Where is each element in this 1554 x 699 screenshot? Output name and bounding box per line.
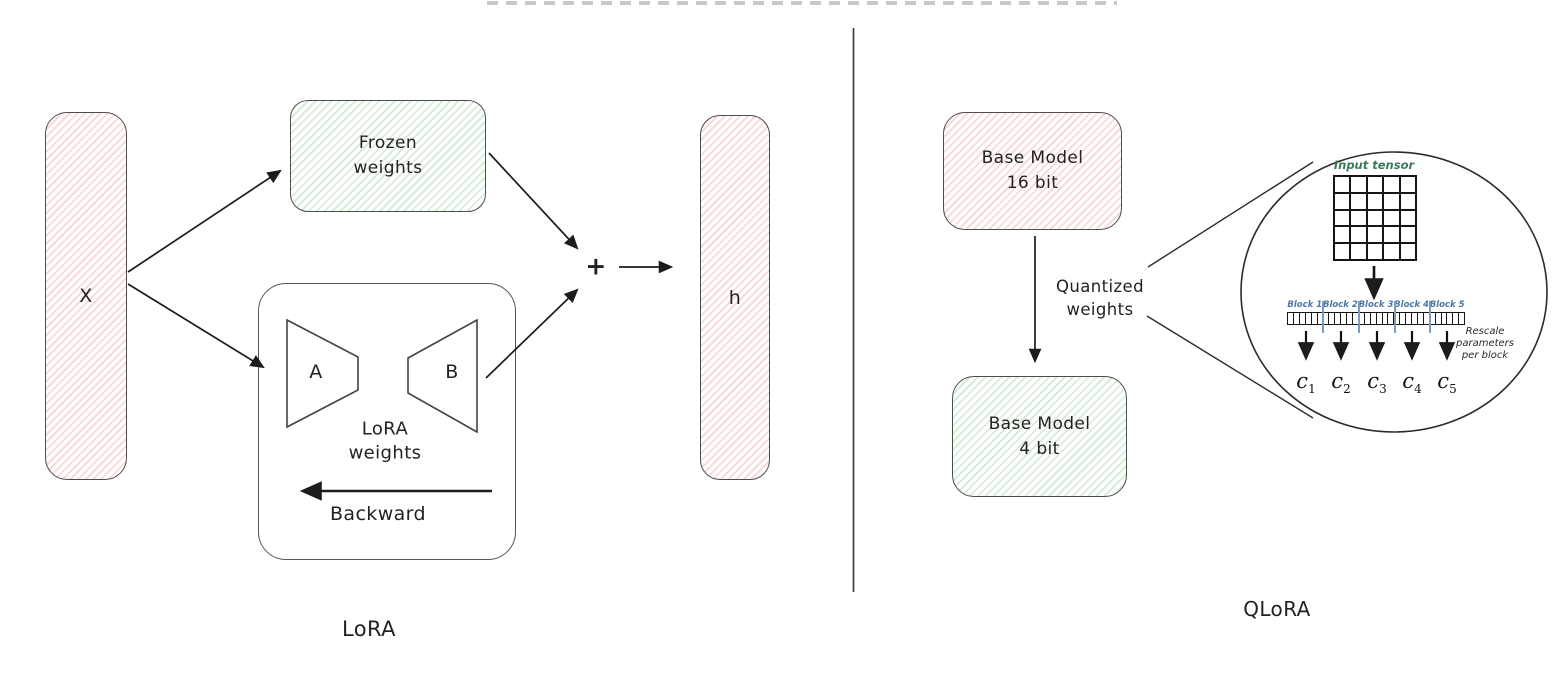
input-label: X (79, 285, 93, 307)
tensor-cell (1334, 226, 1351, 244)
adapter-b-label: B (445, 361, 459, 383)
tensor-cell (1350, 176, 1367, 193)
base-model-4bit-box: Base Model 4 bit (952, 376, 1127, 497)
base-model-16bit-box: Base Model 16 bit (943, 112, 1122, 230)
tensor-cell (1334, 192, 1351, 210)
tensor-cell (1334, 243, 1351, 260)
tensor-cell (1383, 209, 1400, 227)
rescale-constant: c2 (1331, 369, 1351, 397)
magnifier-callout-bottom (1146, 315, 1314, 419)
frozen-weights-box: Frozen weights (290, 100, 486, 212)
tensor-cell (1383, 243, 1400, 260)
tensor-cell (1399, 209, 1416, 227)
input-tensor-grid (1333, 175, 1417, 261)
block-label: Block 4 (1394, 300, 1429, 310)
tensor-cell (1383, 176, 1400, 193)
block-separator (1322, 301, 1324, 333)
tensor-cell (1383, 226, 1400, 244)
truncated-caption (487, 1, 1117, 5)
frozen-weights-label: Frozen weights (353, 133, 423, 178)
base-model-4bit-label: Base Model 4 bit (988, 413, 1091, 459)
adapter-a-label: A (309, 361, 323, 383)
tensor-cell (1399, 243, 1416, 260)
qlora-title: QLoRA (1243, 597, 1311, 621)
rescale-note: Rescale parameters per block (1455, 326, 1514, 361)
input-tensor-label: Input tensor (1333, 158, 1415, 172)
arrow-frozen-to-plus (488, 152, 579, 250)
block-separator (1358, 301, 1360, 333)
tensor-cell (1366, 226, 1384, 244)
base-model-16bit-label: Base Model 16 bit (981, 148, 1084, 193)
block-label: Block 3 (1358, 300, 1394, 310)
block-separator (1394, 301, 1396, 333)
tensor-cell (1399, 176, 1416, 193)
tensor-cell (1366, 176, 1384, 193)
rescale-constant: c3 (1367, 369, 1387, 397)
block-label: Block 2 (1322, 300, 1358, 310)
block-labels-row: Block 1 Block 2 Block 3 Block 4 Block 5 (1287, 300, 1465, 310)
block-separator (1429, 301, 1431, 333)
backward-label: Backward (329, 503, 427, 525)
tensor-cell (1350, 226, 1367, 244)
block-cell (1459, 313, 1465, 324)
magnifier-callout-top (1147, 161, 1314, 268)
tensor-cell (1399, 192, 1416, 210)
tensor-cell (1366, 209, 1384, 227)
tensor-cell (1366, 243, 1384, 260)
tensor-cell (1366, 192, 1384, 210)
tensor-cell (1350, 192, 1367, 210)
tensor-cell (1350, 243, 1367, 260)
rescale-constant: c4 (1402, 369, 1422, 397)
tensor-cell (1383, 192, 1400, 210)
output-label: h (728, 286, 742, 309)
plus-sign: + (585, 251, 607, 281)
block-label: Block 5 (1429, 300, 1465, 310)
tensor-cell (1334, 176, 1351, 193)
tensor-cell (1334, 209, 1351, 227)
block-label: Block 1 (1287, 300, 1323, 310)
arrow-x-to-lora (127, 283, 265, 369)
rescale-constant: c5 (1437, 369, 1457, 397)
quantized-weights-label: Quantized weights (1056, 276, 1144, 319)
input-tensor-box: X (45, 112, 127, 480)
block-strip (1287, 312, 1465, 325)
lora-weights-label: LoRA weights (348, 418, 422, 464)
output-box: h (700, 115, 770, 480)
tensor-cell (1399, 226, 1416, 244)
tensor-cell (1350, 209, 1367, 227)
lora-title: LoRA (342, 617, 396, 641)
rescale-constant: c1 (1296, 369, 1316, 397)
arrow-x-to-frozen (127, 169, 282, 273)
